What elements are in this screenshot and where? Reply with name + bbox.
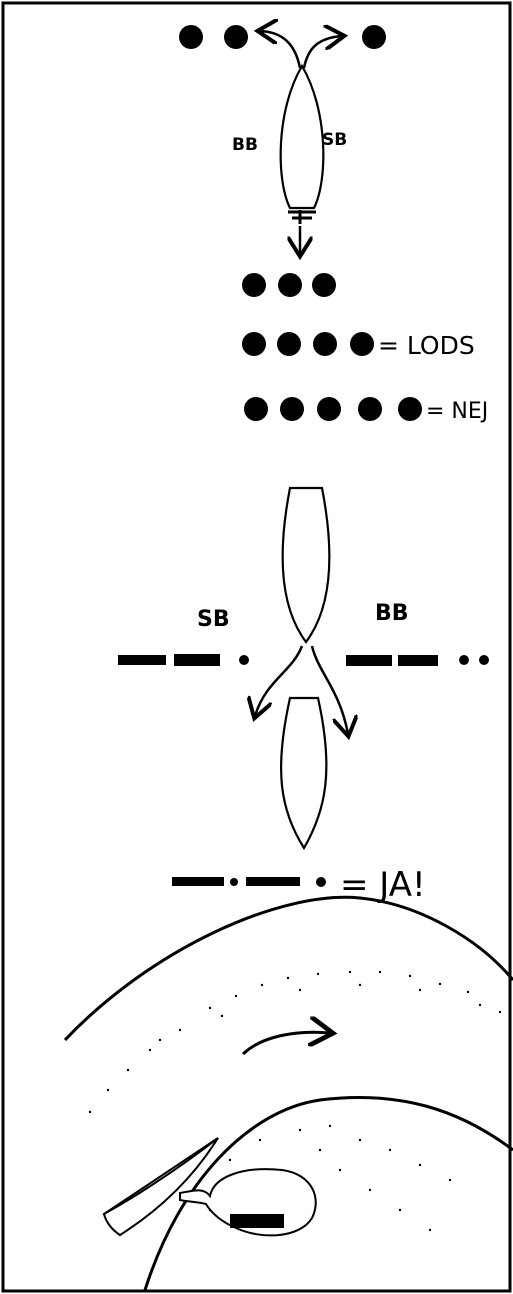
bb-signal-long-2 bbox=[398, 655, 438, 666]
starboard-label: SB bbox=[322, 130, 347, 150]
outer-shore-texture bbox=[88, 970, 502, 1114]
signal-lods-light-3 bbox=[313, 332, 337, 356]
signal-nej-light-2 bbox=[280, 397, 304, 421]
top-light-2 bbox=[224, 25, 248, 49]
sb-signal-short-1 bbox=[239, 655, 249, 665]
ja-signal-short-2 bbox=[316, 877, 326, 887]
outboard-motor bbox=[288, 210, 316, 224]
port-label: BB bbox=[232, 135, 258, 155]
signal-lods-light-4 bbox=[350, 332, 374, 356]
sb-signal-long-1 bbox=[118, 655, 166, 665]
port-label-2: BB bbox=[375, 601, 409, 626]
arrow-fork-starboard bbox=[255, 645, 304, 716]
signal-row1-light-1 bbox=[242, 273, 266, 297]
signal-nej-light-3 bbox=[317, 397, 341, 421]
signal-nej-light-5 bbox=[398, 397, 422, 421]
signal-lods-light-1 bbox=[242, 332, 266, 356]
signal-nej-light-1 bbox=[244, 397, 268, 421]
bend-boat-outline bbox=[102, 1137, 219, 1237]
upper-boat-hull bbox=[281, 486, 331, 644]
signal-row1-light-2 bbox=[278, 273, 302, 297]
sb-signal-long-2 bbox=[174, 654, 220, 666]
signal-nej-light-4 bbox=[358, 397, 382, 421]
inner-shore-texture bbox=[208, 1124, 452, 1232]
bb-signal-long-1 bbox=[346, 655, 392, 666]
signal-nej-label: = NEJ bbox=[426, 399, 488, 424]
starboard-label-2: SB bbox=[197, 607, 230, 632]
arrow-to-starboard-light bbox=[302, 36, 342, 69]
top-light-1 bbox=[179, 25, 203, 49]
signal-station-light bbox=[230, 1214, 284, 1228]
inner-bank-line bbox=[143, 1096, 513, 1291]
arrow-to-port-light bbox=[260, 31, 302, 69]
signal-ja-label: = JA! bbox=[340, 865, 426, 905]
top-light-3 bbox=[362, 25, 386, 49]
signal-lods-label: = LODS bbox=[378, 331, 475, 360]
arrow-fork-port bbox=[310, 645, 348, 734]
lower-boat-hull bbox=[279, 696, 328, 851]
boat-hull-top bbox=[279, 63, 325, 210]
panel-port-starboard-signal: BB SB = LODS = NEJ bbox=[179, 25, 488, 424]
outer-bank-line bbox=[63, 895, 513, 1042]
ja-signal-long-2 bbox=[246, 877, 300, 886]
signal-row1-light-3 bbox=[312, 273, 336, 297]
bb-signal-short-1 bbox=[459, 655, 469, 665]
ja-signal-short-1 bbox=[230, 878, 238, 886]
panel-bend-passage bbox=[63, 895, 513, 1291]
ja-signal-long-1 bbox=[172, 877, 224, 886]
travel-direction-arrow bbox=[241, 1032, 330, 1056]
panel-overtaking-signal: SB BB = JA! bbox=[118, 486, 489, 905]
signal-lods-light-2 bbox=[277, 332, 301, 356]
bb-signal-short-2 bbox=[479, 655, 489, 665]
